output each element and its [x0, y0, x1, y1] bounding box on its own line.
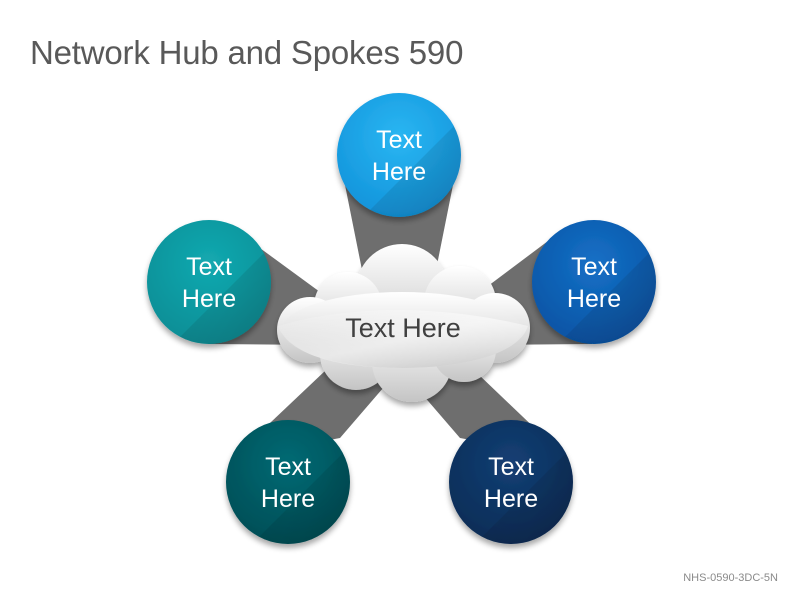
spoke-node-2: Text Here [449, 420, 573, 544]
slide-title: Network Hub and Spokes 590 [30, 34, 464, 71]
spoke-node-2-line1: Text [488, 453, 534, 481]
spoke-node-0-line2: Here [372, 158, 426, 186]
hub-cloud [277, 244, 530, 402]
spoke-node-1: Text Here [532, 220, 656, 344]
spoke-node-3-line2: Here [261, 485, 315, 513]
hub-label: Text Here [345, 313, 461, 343]
spoke-node-4-line1: Text [186, 253, 232, 281]
spoke-node-4-line2: Here [182, 285, 236, 313]
spoke-node-3-line1: Text [265, 453, 311, 481]
spoke-node-1-line1: Text [571, 253, 617, 281]
spoke-node-3: Text Here [226, 420, 350, 544]
spoke-node-0-line1: Text [376, 126, 422, 154]
footer-code: NHS-0590-3DC-5N [683, 572, 778, 584]
spoke-node-1-line2: Here [567, 285, 621, 313]
spoke-node-4: Text Here [147, 220, 271, 344]
spoke-node-2-line2: Here [484, 485, 538, 513]
